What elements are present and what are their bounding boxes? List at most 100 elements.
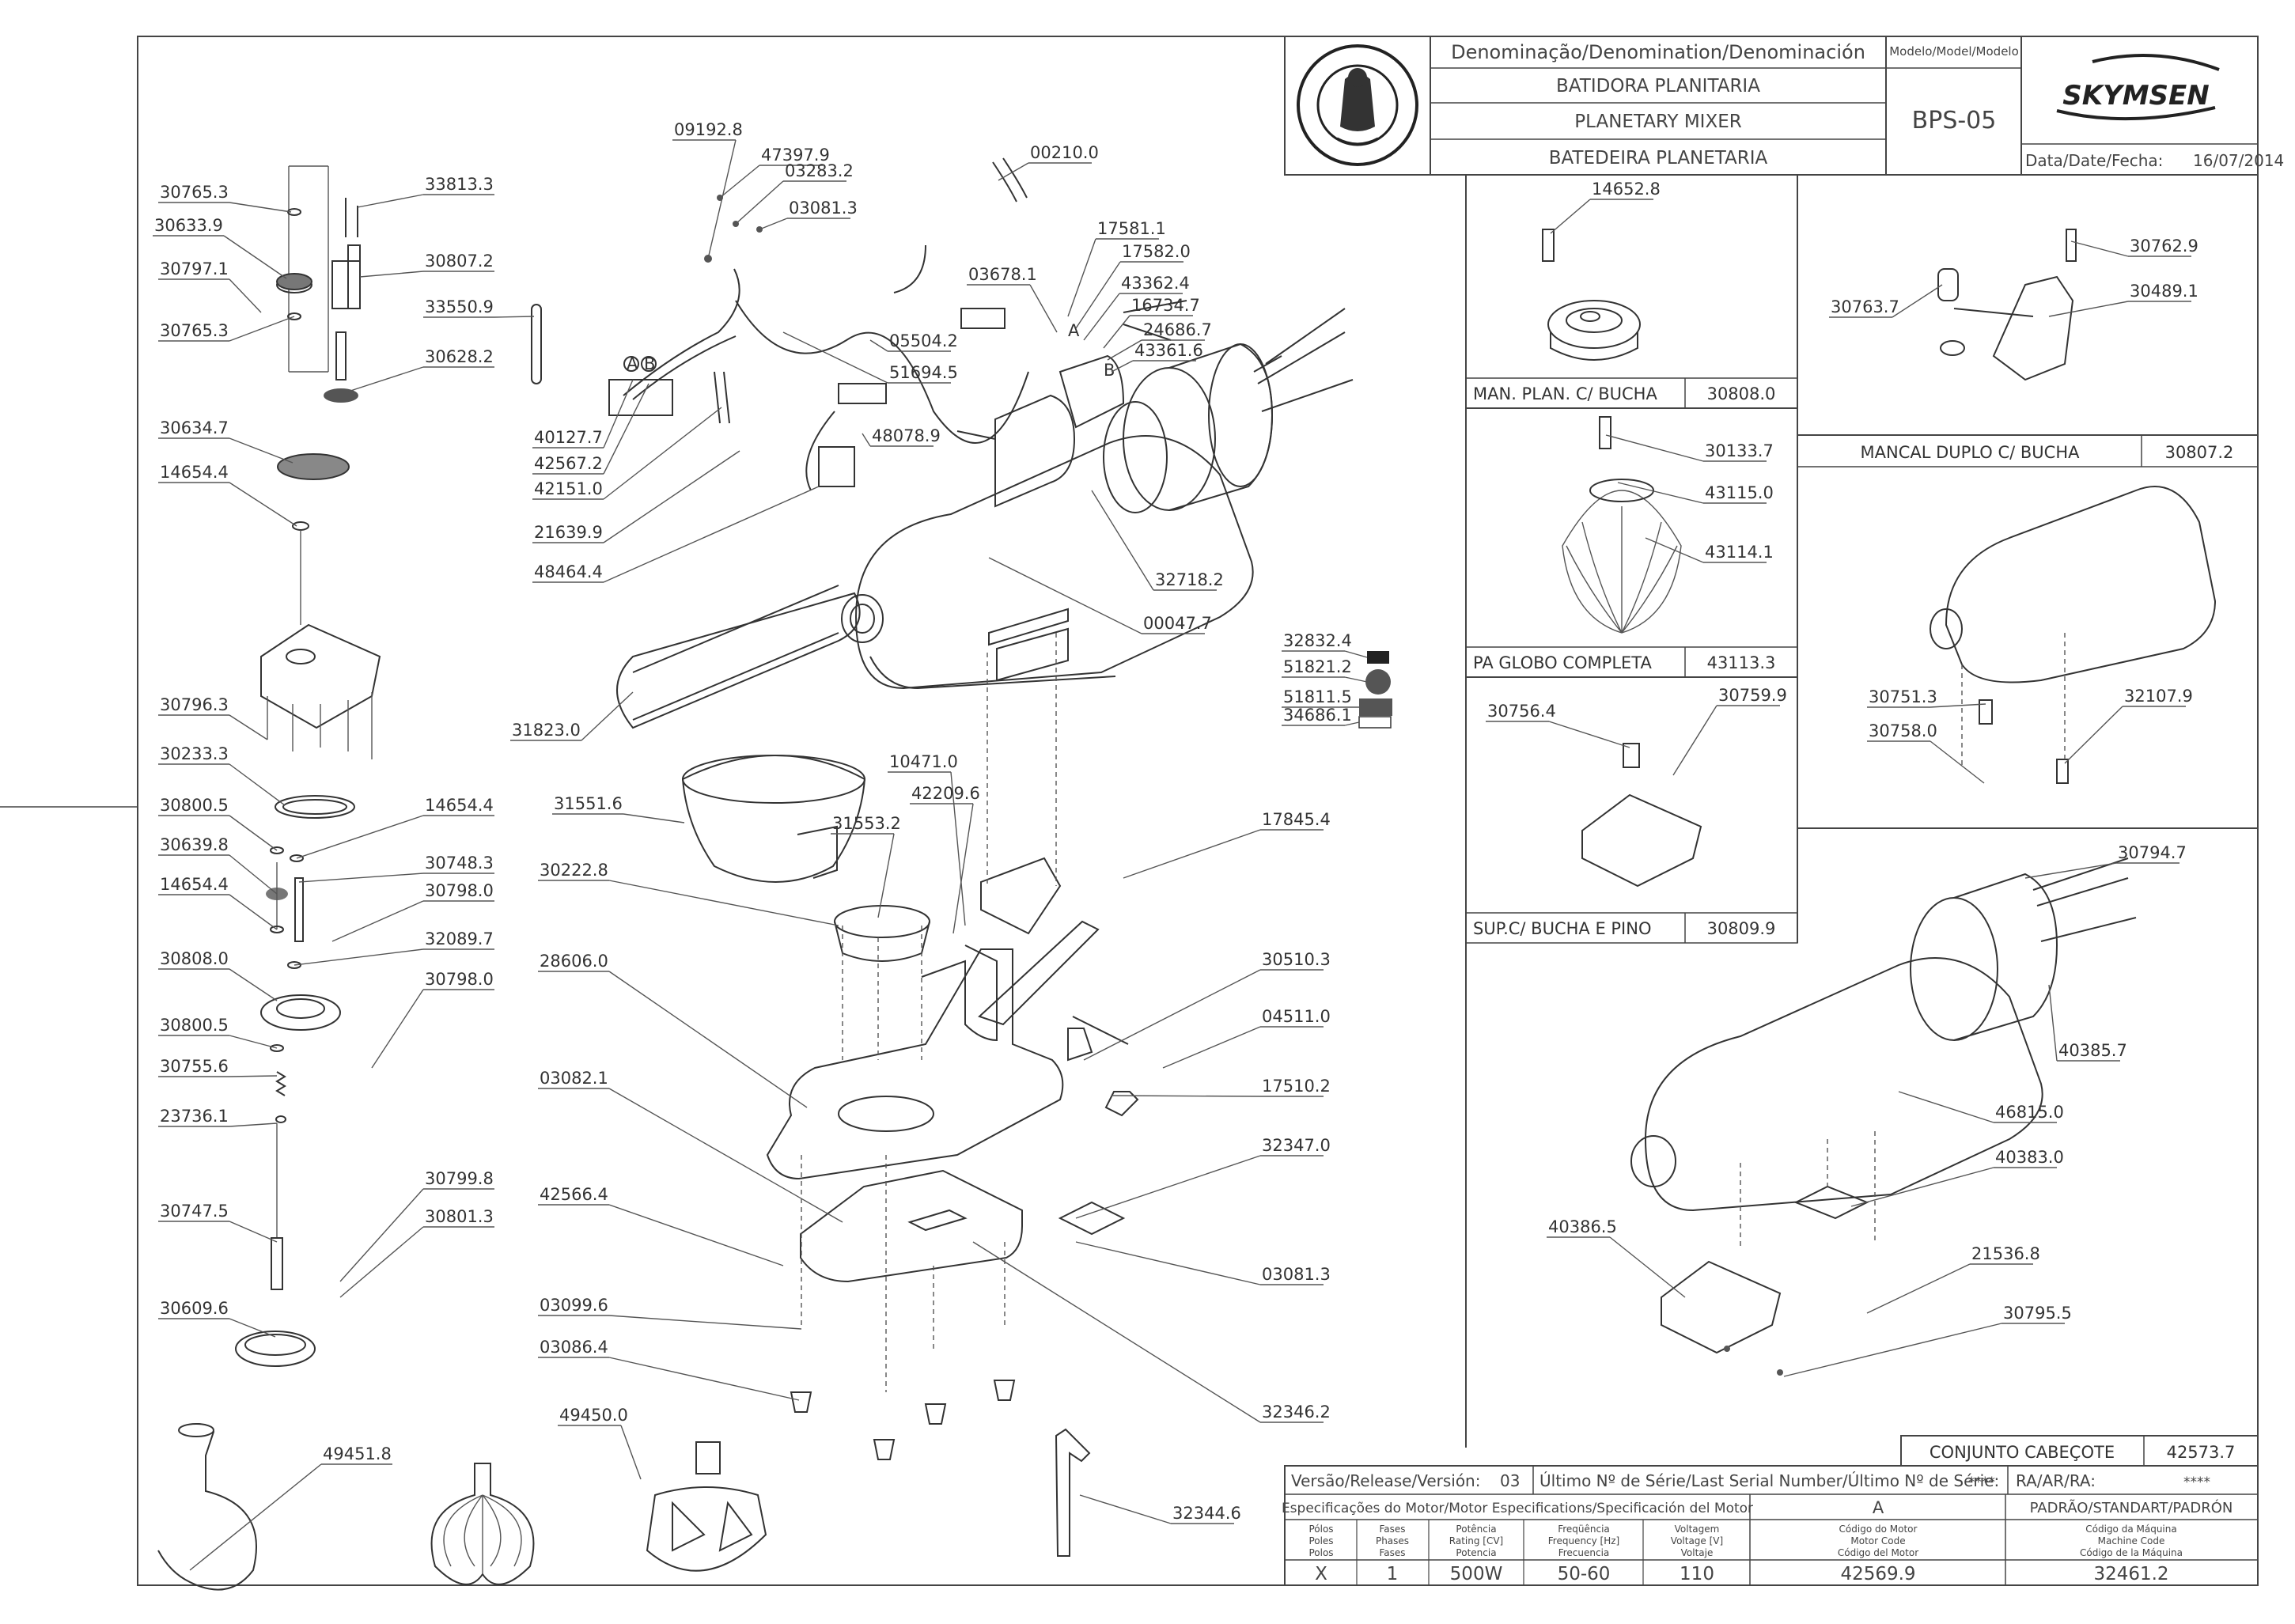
part-number-label: 30759.9 [1718, 686, 1787, 705]
leader-line [623, 813, 685, 823]
part-number-label: 48464.4 [534, 562, 603, 581]
part-number-label: 42566.4 [540, 1185, 608, 1204]
part-number-label: 03081.3 [789, 199, 858, 218]
leader-line [877, 833, 895, 918]
part-number-label: 30795.5 [2003, 1304, 2072, 1323]
part-number-label: 32347.0 [1262, 1136, 1331, 1155]
connector-label: A [1068, 321, 1080, 340]
leader-line [1898, 1091, 1994, 1123]
part-number-label: 48078.9 [872, 426, 941, 445]
leader-line [862, 433, 871, 447]
part-number-label: 30800.5 [160, 796, 229, 815]
part-number-label: 00047.7 [1143, 614, 1212, 633]
part-number-label: 30756.4 [1487, 702, 1556, 721]
motor-value: 32461.2 [2093, 1564, 2168, 1584]
leader-line [952, 803, 974, 934]
part-number-label: 17581.1 [1097, 219, 1166, 238]
subassembly-name: SUP.C/ BUCHA E PINO [1473, 919, 1652, 938]
leader-line [357, 194, 424, 208]
product-name-en: PLANETARY MIXER [1574, 112, 1741, 132]
leader-line [1075, 261, 1121, 329]
leader-line [1083, 969, 1261, 1061]
part-number-label: 33550.9 [425, 297, 494, 316]
part-number-label: 33813.3 [425, 175, 494, 194]
leader-line [189, 1463, 322, 1571]
part-number-label: 30798.0 [425, 970, 494, 989]
leader-line [1850, 1167, 1994, 1207]
leader-line [339, 1188, 424, 1282]
leader-line [371, 989, 424, 1069]
leader-lines [153, 139, 2191, 1571]
leader-line [735, 180, 784, 225]
part-number-label: 32832.4 [1283, 631, 1352, 650]
leader-line [950, 771, 966, 926]
leader-line [1162, 1026, 1261, 1069]
leader-line [347, 366, 424, 392]
subassembly-code: 30808.0 [1707, 384, 1776, 403]
leader-line [603, 383, 649, 475]
leader-line [229, 1075, 278, 1077]
leader-line [229, 316, 295, 342]
model-header: Modelo/Model/Modelo [1889, 44, 2019, 59]
part-number-label: 21639.9 [534, 523, 603, 542]
denomination-header: Denominação/Denomination/Denominación [1451, 41, 1865, 63]
leader-line [331, 900, 424, 942]
part-number-label: 30808.0 [160, 949, 229, 968]
leader-line [2048, 301, 2129, 317]
part-number-label: 30807.2 [425, 252, 494, 271]
leader-line [1344, 676, 1368, 683]
subassembly-name: MAN. PLAN. C/ BUCHA [1473, 384, 1657, 403]
motor-column-header: Machine Code [2098, 1535, 2165, 1546]
motor-value: 42569.9 [1840, 1564, 1915, 1584]
part-number-label: 03082.1 [540, 1069, 608, 1088]
leader-line [603, 379, 634, 449]
leader-line [988, 557, 1142, 634]
leader-line [1617, 482, 1704, 504]
serial-label: Último Nº de Série/Last Serial Number/Úl… [1539, 1471, 1999, 1490]
brand-logo: SKYMSEN [2056, 54, 2220, 121]
part-number-label: 32089.7 [425, 929, 494, 948]
part-number-label: 30797.1 [160, 259, 229, 278]
part-number-label: 17510.2 [1262, 1077, 1331, 1096]
connector-label: B [1104, 361, 1115, 380]
leader-line [1111, 360, 1134, 373]
leader-line [229, 278, 262, 313]
part-number-label: 10471.0 [889, 752, 958, 771]
part-number-label: 32346.2 [1262, 1403, 1331, 1421]
motor-value: X [1315, 1564, 1327, 1584]
motor-value: 500W [1450, 1564, 1503, 1584]
leader-line [1075, 1155, 1261, 1219]
part-number-label: 31823.0 [512, 721, 581, 740]
part-number-label: 23736.1 [160, 1107, 229, 1126]
part-number-label: 30765.3 [160, 321, 229, 340]
part-number-label: 30639.8 [160, 835, 229, 854]
motor-column-header: Fases [1379, 1547, 1405, 1558]
part-number-label: 03283.2 [785, 161, 854, 180]
part-number-label: 30798.0 [425, 881, 494, 900]
leader-line [620, 1425, 642, 1480]
leader-line [229, 482, 297, 527]
leader-line [229, 714, 268, 740]
part-number-label: 00210.0 [1030, 143, 1099, 162]
motor-column-header: Voltaje [1681, 1547, 1714, 1558]
product-name-pt: BATEDEIRA PLANETARIA [1549, 148, 1768, 168]
leader-line [719, 165, 760, 199]
title-block: Denominação/Denomination/Denominación Mo… [1284, 36, 2284, 176]
motor-column-header: Voltage [V] [1671, 1535, 1723, 1546]
part-number-label: 30628.2 [425, 347, 494, 366]
leader-line [298, 873, 424, 883]
part-number-label: 30489.1 [2130, 282, 2198, 301]
part-number-label: 40127.7 [534, 428, 603, 447]
part-number-label: 31553.2 [832, 814, 901, 833]
subassembly-name: CONJUNTO CABEÇOTE [1930, 1443, 2115, 1462]
serial-value: **** [1968, 1474, 1995, 1490]
leader-line [229, 1035, 278, 1049]
leader-line [1866, 1263, 1971, 1314]
part-number-label: 16734.7 [1131, 296, 1200, 315]
leader-line [229, 763, 286, 806]
standard-header: PADRÃO/STANDART/PADRÓN [2030, 1499, 2233, 1516]
product-name-es: BATIDORA PLANITARIA [1556, 76, 1760, 97]
part-number-label: 47397.9 [761, 146, 830, 165]
part-number-label: 30747.5 [160, 1202, 229, 1221]
leader-line [608, 1357, 800, 1401]
